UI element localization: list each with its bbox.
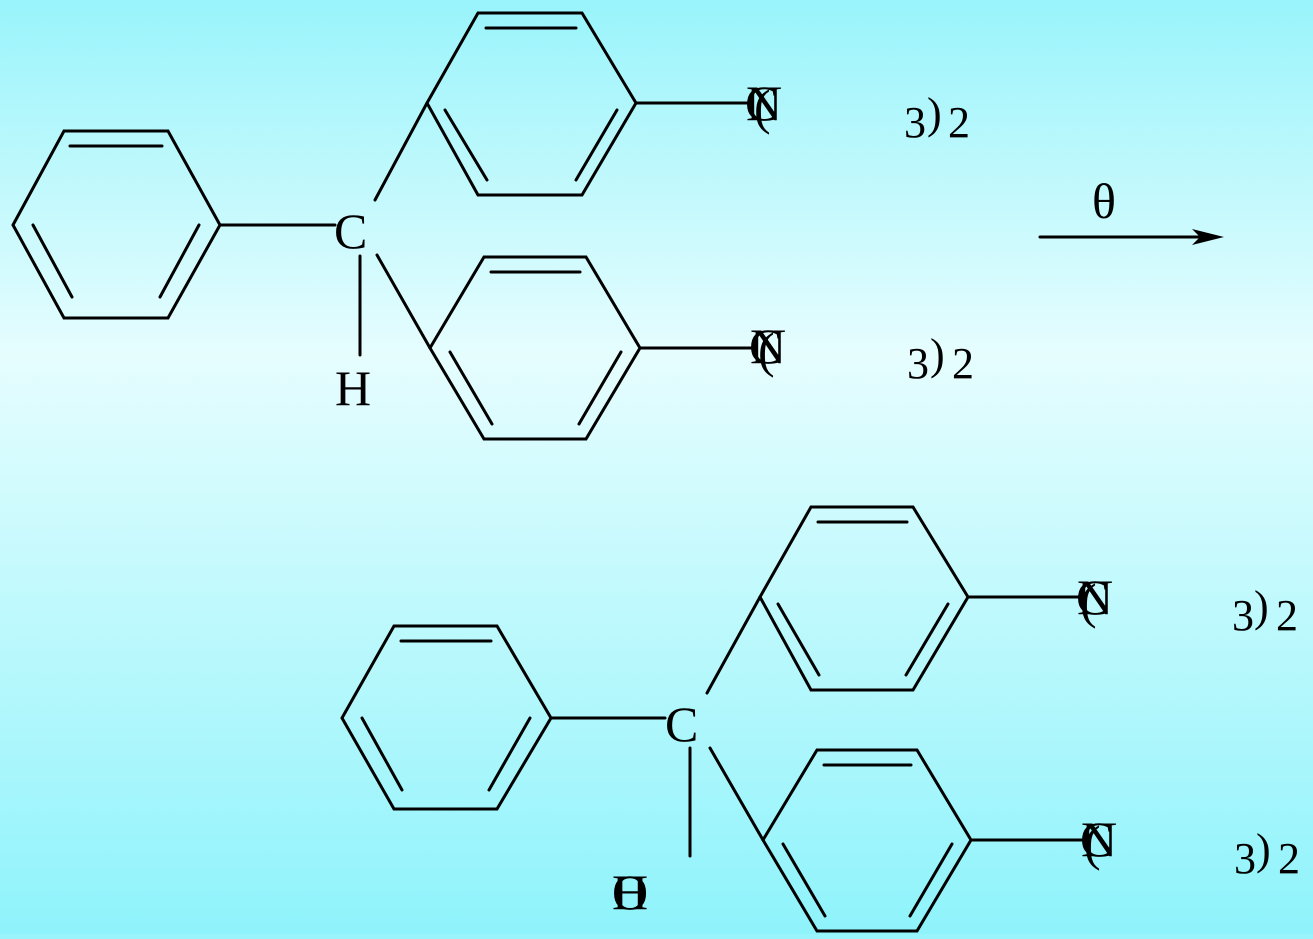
product-lower-close: ): [1256, 825, 1271, 874]
reactant-upper-count: 2: [948, 98, 970, 147]
reactant-upper-aryl-ring: [425, 11, 638, 197]
reactant-hydrogen: H: [335, 360, 371, 416]
product-upper-amino-group: N C ( 3 ) 2: [1076, 569, 1298, 640]
reactant-molecule: C H N C ( 3 ) 2 N C ( 3 ) 2: [11, 11, 974, 441]
product-overlap-h: H: [612, 864, 648, 920]
product-lower-nitrogen: N: [1081, 811, 1117, 867]
reactant-lower-overlap-c: C: [749, 318, 782, 374]
reactant-central-carbon: C: [334, 203, 367, 259]
product-upper-overlap-c: C: [1076, 569, 1109, 625]
product-molecule: C O H N C ( 3 ) 2 N C ( 3 ) 2: [340, 505, 1300, 933]
reactant-upper-aryl-bond: [373, 101, 429, 202]
reactant-lower-aryl-ring: [428, 255, 642, 441]
product-lower-aryl-bond: [708, 746, 765, 842]
reactant-lower-subscript: 3: [907, 339, 929, 388]
product-hydroxyl-group: O H: [612, 864, 648, 920]
product-upper-aryl-bond: [705, 595, 762, 695]
product-upper-nitrogen: N: [1077, 569, 1113, 625]
reactant-upper-overlap-c: C: [745, 75, 778, 131]
reactant-lower-count: 2: [952, 339, 974, 388]
reactant-upper-subscript: 3: [904, 98, 926, 147]
product-lower-paren: (: [1084, 815, 1101, 871]
product-central-carbon: C: [665, 696, 698, 752]
reagent-label: θ: [1092, 173, 1116, 229]
reactant-upper-close: ): [927, 89, 942, 138]
arrow-head-icon: [1192, 229, 1224, 245]
product-upper-paren: (: [1080, 573, 1097, 629]
reactant-lower-nitrogen: N: [750, 318, 786, 374]
product-upper-close: ): [1254, 582, 1269, 631]
product-phenyl-ring: [340, 624, 553, 811]
reactant-lower-close: ): [930, 330, 945, 379]
product-lower-overlap-c: C: [1080, 811, 1113, 867]
product-upper-aryl-ring: [758, 505, 970, 692]
product-lower-count: 2: [1278, 834, 1300, 883]
reactant-upper-paren: (: [754, 79, 771, 135]
product-upper-count: 2: [1276, 591, 1298, 640]
product-lower-amino-group: N C ( 3 ) 2: [1080, 811, 1300, 883]
reactant-lower-paren: (: [758, 322, 775, 378]
reactant-lower-amino-group: N C ( 3 ) 2: [749, 318, 974, 388]
product-lower-subscript: 3: [1234, 834, 1256, 883]
reaction-arrow: θ: [1038, 173, 1224, 245]
reactant-upper-nitrogen: N: [746, 75, 782, 131]
reactant-upper-amino-group: N C ( 3 ) 2: [745, 75, 970, 147]
reactant-phenyl-ring: [11, 129, 222, 320]
product-oxygen: O: [612, 864, 648, 920]
reactant-lower-aryl-bond: [375, 253, 432, 350]
product-lower-aryl-ring: [761, 748, 973, 933]
product-upper-subscript: 3: [1232, 591, 1254, 640]
